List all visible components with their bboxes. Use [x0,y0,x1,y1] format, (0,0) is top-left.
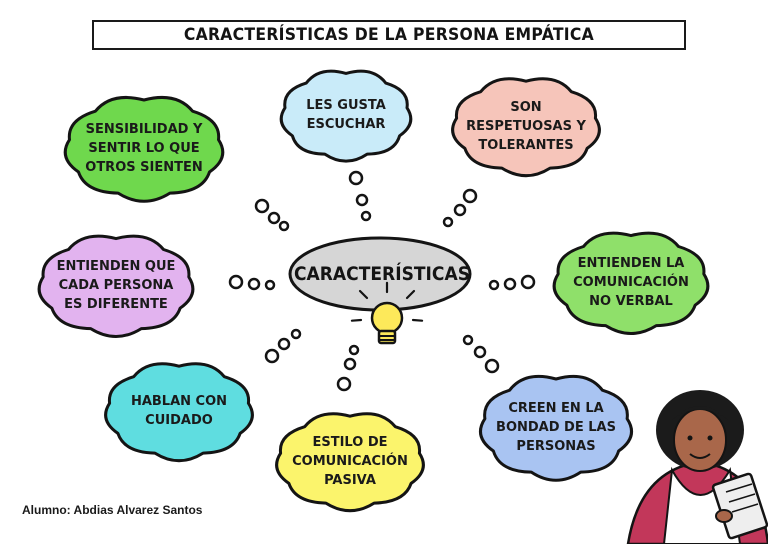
cloud-label-diferente: ENTIENDEN QUE CADA PERSONA ES DIFERENTE [30,227,202,343]
page-title: CARACTERÍSTICAS DE LA PERSONA EMPÁTICA [184,25,594,45]
thought-bubble-dot [269,213,279,223]
thought-bubble-dot [475,347,485,357]
student-name: Alumno: Abdias Alvarez Santos [22,503,202,517]
thought-bubble-dot [256,200,268,212]
teacher-illustration-icon [628,390,768,544]
thought-bubble-dot [280,222,288,230]
cloud-label-no-verbal: ENTIENDEN LA COMUNICACIÓN NO VERBAL [545,224,717,340]
center-label: CARACTERÍSTICAS [301,258,463,290]
lightbulb-icon [352,283,422,343]
thought-bubble-dot [266,281,274,289]
thought-bubble-dot [455,205,465,215]
thought-bubble-dot [464,190,476,202]
title-box: CARACTERÍSTICAS DE LA PERSONA EMPÁTICA [92,20,686,50]
thought-bubble-dot [292,330,300,338]
thought-bubble-dot [362,212,370,220]
cloud-label-escuchar: LES GUSTA ESCUCHAR [274,63,418,167]
cloud-label-cuidado: HABLAN CON CUIDADO [97,355,261,467]
cloud-label-pasiva: ESTILO DE COMUNICACIÓN PASIVA [268,405,432,517]
thought-bubble-dot [249,279,259,289]
thought-bubble-dot [338,378,350,390]
thought-bubble-dot [464,336,472,344]
thought-bubble-dot [230,276,242,288]
thought-bubble-dot [505,279,515,289]
thought-bubble-dot [266,350,278,362]
thought-bubble-dot [345,359,355,369]
thought-bubble-dot [357,195,367,205]
cloud-label-sensibilidad: SENSIBILIDAD Y SENTIR LO QUE OTROS SIENT… [56,88,232,208]
cloud-label-bondad: CREEN EN LA BONDAD DE LAS PERSONAS [472,367,640,487]
thought-bubble-dot [522,276,534,288]
thought-bubble-dot [490,281,498,289]
thought-bubble-dot [444,218,452,226]
thought-bubble-dot [350,346,358,354]
cloud-label-respetuosas: SON RESPETUOSAS Y TOLERANTES [444,70,608,182]
thought-bubble-dot [350,172,362,184]
thought-bubble-dot [279,339,289,349]
